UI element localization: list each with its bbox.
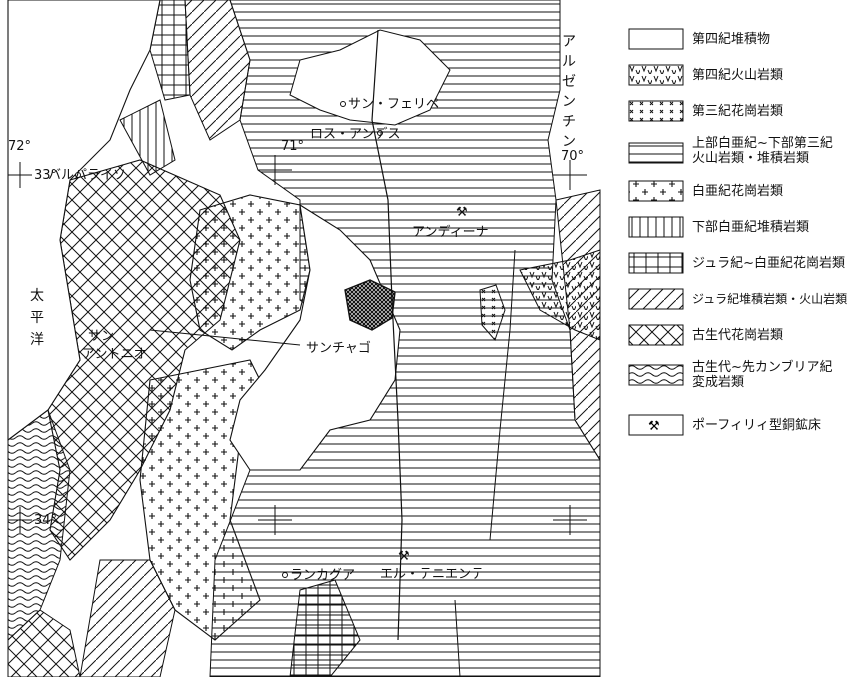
unit-tertiary-granite (479, 284, 506, 341)
legend-item: 第四紀火山岩類 (628, 64, 864, 94)
svg-text:平: 平 (30, 310, 44, 326)
coordinate-cross-34-72 (8, 507, 32, 533)
legend-label: 第三紀花崗岩類 (692, 104, 784, 119)
unit-quaternary-volcanics (519, 249, 601, 341)
coordinate-cross-71 (258, 155, 292, 185)
marker-los-andes (377, 130, 383, 136)
place-el-teniente: エル・テニエンテ (380, 567, 484, 582)
place-san-felipe: サン・フェリペ (348, 97, 439, 112)
lon-71-label: 71° (281, 139, 304, 154)
unit-jurassic-south (79, 559, 176, 677)
coordinate-cross-70 (553, 160, 587, 190)
lat-34-label: 34° (34, 513, 57, 528)
place-valparaiso: バルパライソ (48, 168, 126, 183)
legend-label: 第四紀火山岩類 (692, 68, 784, 83)
legend-label: 第四紀堆積物 (692, 32, 771, 47)
lon-70-label: 70° (561, 149, 584, 164)
fault-line-south (454, 599, 461, 677)
legend-item: 第三紀花崗岩類 (628, 100, 864, 130)
lon-72-label: 72° (8, 139, 31, 154)
legend-item: ジュラ紀堆積岩類・火山岩類 (628, 288, 864, 318)
fault-san-antonio (149, 329, 301, 346)
place-los-andes: ロス・アンデス (310, 126, 400, 142)
legend-label: ジュラ紀~白亜紀花崗岩類 (692, 256, 845, 271)
pick-hammer-icon: ⚒ (398, 549, 410, 564)
santiago-city (344, 279, 396, 331)
legend-label: 上部白亜紀~下部第三紀火山岩類・堆積岩類 (692, 136, 833, 166)
legend-label: ジュラ紀堆積岩類・火山岩類 (692, 292, 848, 306)
country-label-argentina: ア ル ゼ ン チ ン (562, 34, 576, 150)
legend-item: 下部白亜紀堆積岩類 (628, 216, 864, 246)
marker-rancagua (282, 572, 288, 578)
unit-quaternary-santiago-basin (229, 203, 401, 471)
legend-item: ジュラ紀~白亜紀花崗岩類 (628, 252, 864, 282)
place-san-antonio-1: サン (88, 329, 114, 344)
svg-text:太: 太 (30, 288, 44, 304)
svg-text:洋: 洋 (30, 332, 44, 348)
marker-valparaiso (75, 172, 81, 178)
svg-text:ア: ア (562, 34, 576, 50)
unit-jurassic-granite-south (289, 579, 361, 677)
svg-text:ル: ル (562, 54, 576, 70)
unit-cretaceous-granite (189, 194, 311, 351)
svg-text:ン: ン (562, 94, 576, 110)
svg-text:チ: チ (562, 114, 576, 130)
river-aconcagua (371, 29, 403, 641)
legend-label: 古生代~先カンブリア紀変成岩類 (692, 360, 833, 390)
pick-hammer-icon: ⚒ (648, 419, 660, 434)
unit-quaternary-deposits (7, 0, 161, 442)
legend-item: 上部白亜紀~下部第三紀火山岩類・堆積岩類 (628, 136, 864, 172)
ocean-label: 太 平 洋 (30, 288, 44, 348)
legend-item: 白亜紀花崗岩類 (628, 180, 864, 210)
marker-san-felipe (340, 101, 346, 107)
coordinate-cross-34-71 (258, 505, 292, 535)
unit-lower-cretaceous (119, 99, 176, 176)
svg-text:ゼ: ゼ (562, 74, 576, 90)
legend-item: 古生代~先カンブリア紀変成岩類 (628, 360, 864, 396)
lat-33-label: 33° (34, 168, 57, 183)
place-andina: アンディーナ (412, 224, 489, 240)
legend-label: 白亜紀花崗岩類 (692, 184, 784, 199)
place-rancagua: ランカグア (290, 568, 355, 583)
legend-label: 古生代花崗岩類 (692, 328, 784, 343)
fault-line-east (489, 249, 516, 541)
legend-label: ポーフィリィ型銅鉱床 (692, 418, 821, 433)
legend-label: 下部白亜紀堆積岩類 (692, 220, 810, 235)
legend-item: ⚒ ポーフィリィ型銅鉱床 (628, 414, 864, 444)
coordinate-cross-33-72 (8, 162, 32, 188)
place-santiago: サンチャゴ (306, 340, 371, 356)
coordinate-cross-34-70 (553, 505, 587, 535)
unit-paleozoic-granite-south (7, 609, 81, 677)
unit-quaternary-valley (289, 29, 451, 126)
svg-text:ン: ン (562, 134, 576, 150)
legend-item: 古生代花崗岩類 (628, 324, 864, 354)
pick-hammer-icon: ⚒ (456, 205, 468, 220)
legend-item: 第四紀堆積物 (628, 28, 864, 58)
place-san-antonio-2: アントニオ (82, 347, 146, 362)
